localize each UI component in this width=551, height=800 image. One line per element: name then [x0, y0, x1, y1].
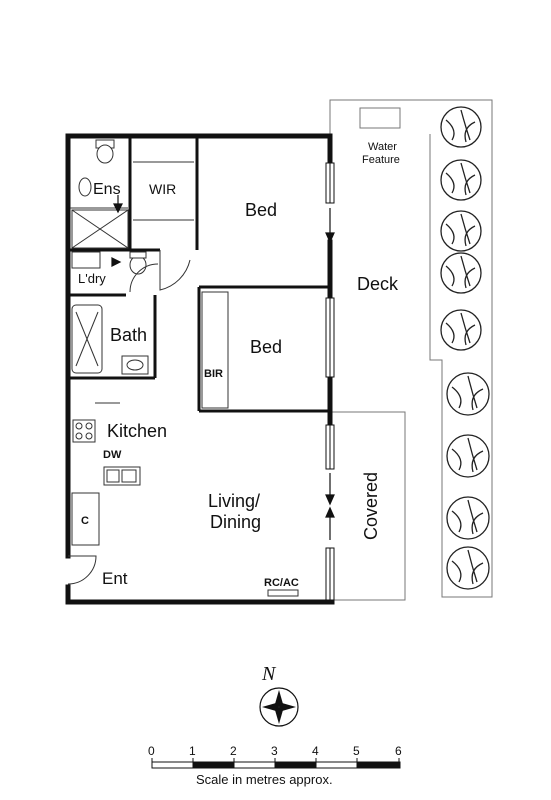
tree-icon	[440, 210, 482, 252]
covered-label: Covered	[361, 472, 381, 540]
tree-icon	[446, 372, 490, 416]
joinery	[70, 161, 299, 597]
tree-icon	[446, 546, 490, 590]
entry-label: Ent	[102, 569, 128, 588]
tree-row	[440, 106, 490, 590]
compass-rose: N	[259, 663, 299, 727]
tree-icon	[440, 252, 482, 294]
tree-icon	[440, 159, 482, 201]
toilet-icon	[129, 251, 147, 275]
deck-label: Deck	[357, 274, 399, 294]
tree-icon	[440, 309, 482, 351]
scale-tick-6: 6	[395, 744, 402, 758]
rcac-label: RC/AC	[264, 577, 299, 589]
wir-label: WIR	[149, 181, 176, 197]
scale-tick-3: 3	[271, 744, 278, 758]
toilet-icon	[95, 139, 115, 164]
tree-icon	[440, 106, 482, 148]
north-label: N	[261, 663, 277, 685]
tree-icon	[446, 496, 490, 540]
door-swings	[67, 250, 191, 585]
interior-walls	[70, 136, 330, 413]
arrows	[111, 195, 335, 540]
scale-tick-5: 5	[353, 744, 360, 758]
tree-icon	[446, 434, 490, 478]
laundry-label: L'dry	[78, 271, 106, 286]
dw-label: DW	[103, 449, 122, 461]
scale-bar: 0 1 2 3 4 5 6 Scale in metres approx.	[148, 744, 402, 787]
kitchen-label: Kitchen	[107, 421, 167, 441]
bed-label-main: Bed	[245, 200, 277, 220]
cupboard-label: C	[81, 515, 89, 527]
bath-label: Bath	[110, 325, 147, 345]
windows	[325, 162, 335, 601]
toilet-icon	[78, 177, 92, 197]
scale-tick-2: 2	[230, 744, 237, 758]
bathtub-icon	[71, 304, 103, 374]
cooktop-icon	[72, 419, 96, 443]
basin-icon	[121, 355, 149, 375]
water-feature-label-line1: Water	[368, 141, 397, 153]
scale-tick-1: 1	[189, 744, 196, 758]
deck-area	[329, 99, 493, 601]
exterior-walls	[65, 133, 335, 605]
living-label-line1: Living/	[208, 491, 260, 511]
ens-label: Ens	[93, 181, 121, 198]
water-feature-label-line2: Feature	[362, 154, 400, 166]
scale-tick-4: 4	[312, 744, 319, 758]
bir-label: BIR	[204, 368, 223, 380]
living-label-line2: Dining	[210, 512, 261, 532]
scale-tick-0: 0	[148, 744, 155, 758]
bed-label-second: Bed	[250, 337, 282, 357]
sink-icon	[103, 466, 141, 486]
scale-caption: Scale in metres approx.	[196, 772, 333, 787]
